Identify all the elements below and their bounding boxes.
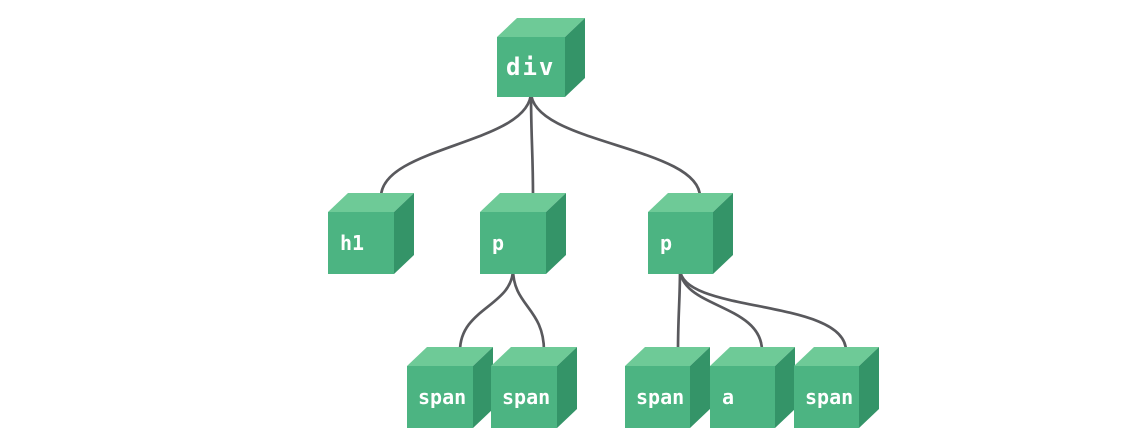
cube-front-face (328, 212, 394, 274)
node-span-2: span (491, 347, 577, 428)
node-span-1-label: span (418, 385, 466, 409)
cube-top-face (794, 347, 879, 366)
cube-top-face (497, 18, 585, 37)
cube-top-face (625, 347, 710, 366)
edge-p1-span2 (511, 267, 546, 353)
cube-top-face (491, 347, 577, 366)
edge-p1-span1 (458, 267, 515, 353)
cube-front-face (480, 212, 546, 274)
edge-p2-span3 (676, 267, 682, 353)
node-p-first: p (480, 193, 566, 274)
cube-side-face (690, 347, 710, 428)
cube-side-face (394, 193, 414, 274)
cube-front-face (491, 366, 557, 428)
node-span-4: span (794, 347, 879, 428)
cube-top-face (328, 193, 414, 212)
cube-front-face (794, 366, 859, 428)
node-div: div (497, 18, 585, 97)
node-p-second-label: p (660, 231, 672, 255)
node-h1: h1 (328, 193, 414, 274)
edge-div-p2 (529, 90, 702, 199)
cube-top-face (407, 347, 493, 366)
cube-front-face (407, 366, 473, 428)
cube-front-face (710, 366, 775, 428)
node-span-2-label: span (502, 385, 550, 409)
edge-div-h1 (379, 90, 533, 199)
edge-div-p1 (529, 90, 535, 199)
edge-p2-span4 (678, 267, 848, 353)
edge-p2-a1 (678, 267, 764, 353)
cube-side-face (565, 18, 585, 97)
cube-front-face (625, 366, 690, 428)
cube-top-face (648, 193, 733, 212)
cube-side-face (557, 347, 577, 428)
node-span-3-label: span (636, 385, 684, 409)
node-p-second: p (648, 193, 733, 274)
cube-front-face (648, 212, 713, 274)
node-span-1: span (407, 347, 493, 428)
node-h1-label: h1 (340, 231, 364, 255)
cube-side-face (713, 193, 733, 274)
node-p-first-label: p (492, 231, 504, 255)
cube-side-face (473, 347, 493, 428)
cube-front-face (497, 37, 565, 97)
node-a: a (710, 347, 795, 428)
node-span-4-label: span (805, 385, 853, 409)
edge-lines (379, 90, 848, 353)
cube-top-face (710, 347, 795, 366)
node-div-label: div (506, 53, 555, 81)
cube-side-face (859, 347, 879, 428)
cube-top-face (480, 193, 566, 212)
node-span-3: span (625, 347, 710, 428)
node-a-label: a (722, 385, 734, 409)
cube-side-face (775, 347, 795, 428)
cube-side-face (546, 193, 566, 274)
